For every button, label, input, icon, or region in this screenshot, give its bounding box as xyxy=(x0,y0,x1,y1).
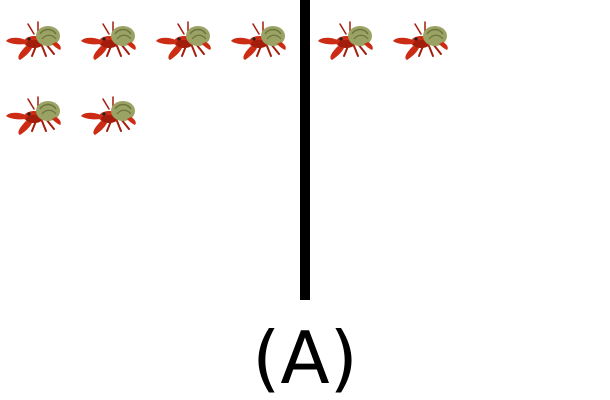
hermit-crab-icon xyxy=(80,21,137,61)
right-crab-group xyxy=(317,21,449,61)
hermit-crab-icon xyxy=(230,21,287,61)
left-crab-group xyxy=(5,21,287,136)
hermit-crab-icon xyxy=(5,96,62,136)
hermit-crab-icon xyxy=(392,21,449,61)
hermit-crab-icon xyxy=(317,21,374,61)
option-label: (A) xyxy=(252,316,358,400)
hermit-crab-icon xyxy=(5,21,62,61)
hermit-crab-icon xyxy=(155,21,212,61)
hermit-crab-icon xyxy=(80,96,137,136)
